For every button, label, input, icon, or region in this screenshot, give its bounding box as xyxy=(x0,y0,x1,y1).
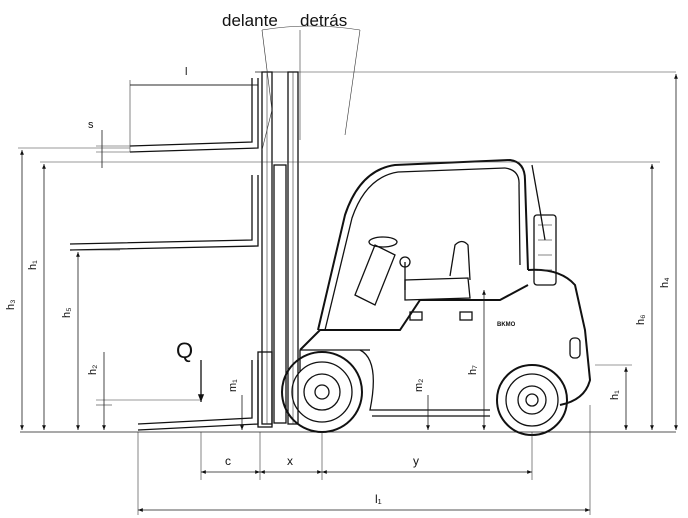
label-Q: Q xyxy=(176,338,193,363)
front-wheel xyxy=(281,351,363,433)
rear-wheel xyxy=(496,364,568,436)
fork-top xyxy=(129,78,259,153)
tilt-back-label: detrás xyxy=(300,11,347,30)
label-l: l xyxy=(185,66,187,78)
truck-body xyxy=(299,158,592,417)
label-m1: m₁ xyxy=(227,379,239,392)
mast xyxy=(255,71,299,425)
label-x: x xyxy=(287,454,293,468)
label-l1: l₁ xyxy=(375,492,382,506)
label-h7: h₇ xyxy=(467,365,479,375)
label-h2: h₂ xyxy=(87,365,99,375)
fork-bottom xyxy=(137,351,273,431)
label-h6: h₆ xyxy=(635,314,647,325)
label-c: c xyxy=(225,454,231,468)
label-m2: m₂ xyxy=(413,379,425,392)
tilt-front-label: delante xyxy=(222,11,278,30)
label-h4: h₄ xyxy=(659,277,671,288)
brand-badge: BKMO xyxy=(497,322,516,328)
label-h5: h₅ xyxy=(61,307,73,318)
label-y: y xyxy=(413,454,419,468)
label-s: s xyxy=(88,119,94,131)
label-h1-wheel: h₁ xyxy=(609,390,621,400)
label-h3: h₃ xyxy=(5,299,17,310)
tilt-lines xyxy=(261,25,361,151)
fork-middle xyxy=(69,175,259,251)
label-h1: h₁ xyxy=(27,260,39,270)
